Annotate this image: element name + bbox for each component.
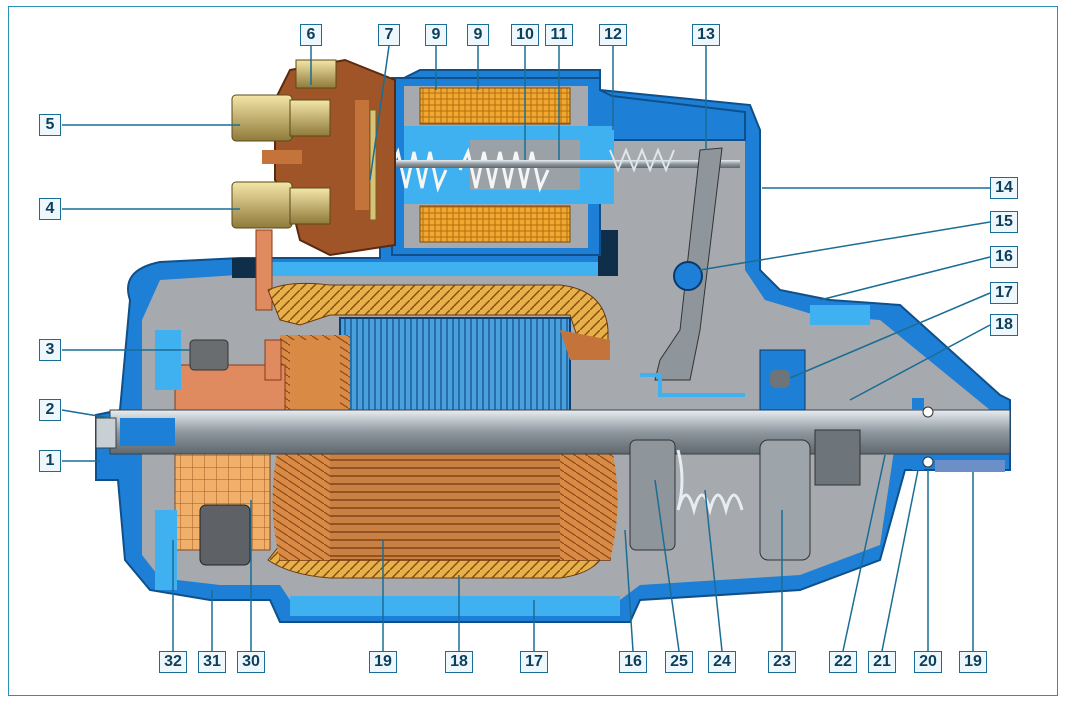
callout-18-bottom: 18 xyxy=(445,651,473,673)
commutator xyxy=(155,330,340,590)
callout-19-bottom: 19 xyxy=(369,651,397,673)
callout-24: 24 xyxy=(708,651,736,673)
shaft xyxy=(95,409,1011,455)
callout-1: 1 xyxy=(39,450,61,472)
callout-18-right: 18 xyxy=(990,314,1018,336)
callout-32: 32 xyxy=(159,651,187,673)
callout-9-right: 9 xyxy=(467,24,489,46)
callout-12: 12 xyxy=(599,24,627,46)
callout-21: 21 xyxy=(868,651,896,673)
callout-6: 6 xyxy=(300,24,322,46)
callout-23: 23 xyxy=(768,651,796,673)
solenoid xyxy=(340,77,746,256)
callout-20: 20 xyxy=(914,651,942,673)
callout-11: 11 xyxy=(545,24,573,46)
callout-30: 30 xyxy=(237,651,265,673)
callout-19-bottom-right: 19 xyxy=(959,651,987,673)
callout-15: 15 xyxy=(990,211,1018,233)
diagram-frame xyxy=(8,6,1058,696)
callout-4: 4 xyxy=(39,198,61,220)
callout-9-left: 9 xyxy=(425,24,447,46)
callout-16-bottom: 16 xyxy=(619,651,647,673)
callout-22: 22 xyxy=(829,651,857,673)
callout-31: 31 xyxy=(198,651,226,673)
callout-14: 14 xyxy=(990,177,1018,199)
callout-2: 2 xyxy=(39,399,61,421)
callout-5: 5 xyxy=(39,114,61,136)
nose-parts xyxy=(912,398,1005,472)
callout-13: 13 xyxy=(692,24,720,46)
callout-25: 25 xyxy=(665,651,693,673)
callout-7: 7 xyxy=(378,24,400,46)
callout-10: 10 xyxy=(511,24,539,46)
leader-lines xyxy=(61,45,991,652)
callout-16-right: 16 xyxy=(990,246,1018,268)
drive-lever xyxy=(640,147,745,397)
callout-17-bottom: 17 xyxy=(520,651,548,673)
callout-17-right: 17 xyxy=(990,282,1018,304)
clutch-pinion xyxy=(629,349,861,561)
callout-3: 3 xyxy=(39,339,61,361)
